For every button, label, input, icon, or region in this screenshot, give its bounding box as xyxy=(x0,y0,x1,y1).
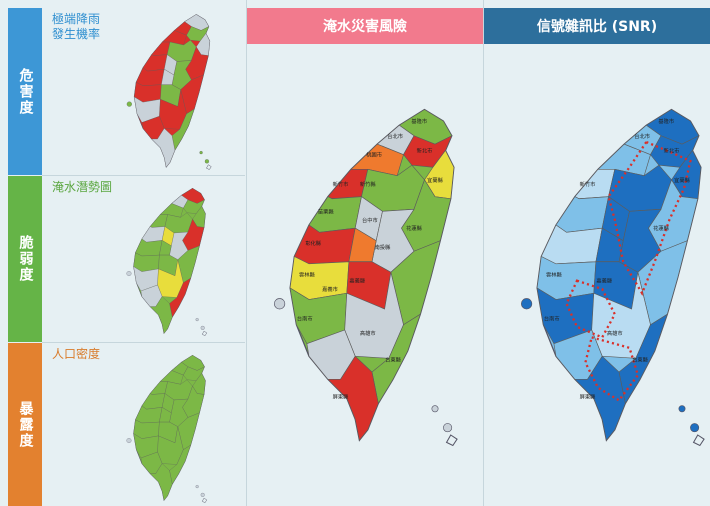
rainfall-probability-map xyxy=(126,14,212,170)
population-density-map xyxy=(126,354,208,503)
island xyxy=(206,164,212,170)
city-label: 新竹市 xyxy=(580,180,596,188)
county-region xyxy=(555,196,609,233)
panel-label-line: 人口密度 xyxy=(52,347,101,361)
county-region xyxy=(151,128,176,168)
flood-potential-map xyxy=(126,187,208,336)
city-label: 新北市 xyxy=(417,147,433,155)
city-label: 基隆市 xyxy=(411,117,427,125)
city-label: 花蓮縣 xyxy=(406,224,423,232)
island xyxy=(443,423,453,433)
island xyxy=(195,485,199,489)
island xyxy=(678,405,686,413)
panel-flood-potential-label: 淹水潛勢圖 xyxy=(52,180,112,195)
county-region xyxy=(149,296,173,334)
city-label: 南投縣 xyxy=(375,243,391,251)
city-label: 新北市 xyxy=(664,147,680,155)
island xyxy=(200,492,205,497)
county-region xyxy=(142,54,168,72)
county-region xyxy=(327,355,379,441)
panel-label-line: 發生機率 xyxy=(52,27,101,41)
county-region xyxy=(149,463,173,501)
snr-boundary xyxy=(565,279,617,339)
county-region xyxy=(169,277,191,318)
city-label: 高雄市 xyxy=(360,329,376,337)
column-divider xyxy=(246,0,247,506)
panel-label-line: 淹水潛勢圖 xyxy=(52,180,113,194)
city-label: 宜蘭縣 xyxy=(427,176,444,184)
city-label: 新竹市 xyxy=(333,180,349,188)
city-label: 屏東縣 xyxy=(333,392,349,400)
risk-column-header: 淹水災害風險 xyxy=(247,8,483,44)
city-label: 台中市 xyxy=(362,216,378,224)
county-region xyxy=(308,196,362,233)
island xyxy=(431,405,439,413)
risk-column: 淹水災害風險 基隆市台北市新北市桃園市新竹縣 新竹市 宜蘭縣苗栗縣台中市彰化縣南投縣… xyxy=(247,0,483,506)
band-exposure-label: 暴露度 xyxy=(17,400,34,449)
city-label: 台北市 xyxy=(387,132,403,140)
county-region xyxy=(371,313,421,405)
county-region xyxy=(141,226,166,243)
panel-label-line: 極端降雨 xyxy=(52,12,101,26)
island xyxy=(126,101,132,107)
city-label: 台南市 xyxy=(544,315,560,323)
city-label: 台東縣 xyxy=(385,356,401,364)
island xyxy=(200,325,205,330)
city-label: 宜蘭縣 xyxy=(674,176,691,184)
island xyxy=(521,298,533,310)
band-exposure: 暴露度 xyxy=(8,343,42,506)
county-region xyxy=(171,108,195,151)
island xyxy=(445,434,458,447)
city-label: 屏東縣 xyxy=(580,392,597,400)
panel-extreme-rainfall-label: 極端降雨 發生機率 xyxy=(52,12,100,42)
county-region xyxy=(574,355,626,441)
island xyxy=(201,330,208,336)
city-label: 雲林縣 xyxy=(299,270,315,278)
band-vulnerability: 脆弱度 xyxy=(8,176,42,342)
panel-population-density: 人口密度 xyxy=(42,343,245,506)
city-label: 台北市 xyxy=(634,132,650,140)
island xyxy=(692,434,705,447)
island xyxy=(199,151,203,155)
city-label: 桃園市 xyxy=(366,151,382,159)
band-vulnerability-label: 脆弱度 xyxy=(17,235,34,283)
snr-column-header: 信號雜訊比 (SNR) xyxy=(484,8,710,44)
city-label: 花蓮縣 xyxy=(653,224,670,232)
county-region xyxy=(141,393,166,410)
city-label: 高雄市 xyxy=(607,329,623,337)
band-hazard-label: 危害度 xyxy=(17,67,34,116)
city-label: 彰化縣 xyxy=(305,239,321,247)
island xyxy=(195,318,199,322)
island xyxy=(126,438,132,443)
city-label: 嘉義縣 xyxy=(596,277,613,285)
city-label: 雲林縣 xyxy=(546,270,562,278)
city-label: 台南市 xyxy=(297,315,313,323)
island xyxy=(126,271,132,276)
band-hazard: 危害度 xyxy=(8,8,42,175)
flood-risk-map: 基隆市台北市新北市桃園市新竹縣新竹市宜蘭縣苗栗縣台中市彰化縣南投縣花蓮縣雲林縣嘉… xyxy=(274,108,458,447)
snr-column: 信號雜訊比 (SNR) 基隆市台北市新北市新竹市 宜蘭縣雲林縣嘉義縣 花蓮縣台南市高… xyxy=(484,0,710,506)
county-region xyxy=(618,313,668,405)
column-divider xyxy=(483,0,484,506)
island xyxy=(204,159,209,164)
panel-extreme-rainfall: 極端降雨 發生機率 xyxy=(42,8,245,176)
panel-population-density-label: 人口密度 xyxy=(52,347,100,362)
city-label: 新竹縣 xyxy=(360,180,377,188)
city-label: 苗栗縣 xyxy=(318,207,335,215)
county-region xyxy=(169,444,191,485)
city-label: 台東縣 xyxy=(632,356,648,364)
panel-flood-potential: 淹水潛勢圖 xyxy=(42,176,245,343)
city-label: 基隆市 xyxy=(658,117,674,125)
island xyxy=(690,423,700,433)
island xyxy=(274,298,286,310)
city-label: 嘉義市 xyxy=(322,285,338,293)
island xyxy=(201,497,208,503)
city-label: 嘉義縣 xyxy=(349,277,366,285)
